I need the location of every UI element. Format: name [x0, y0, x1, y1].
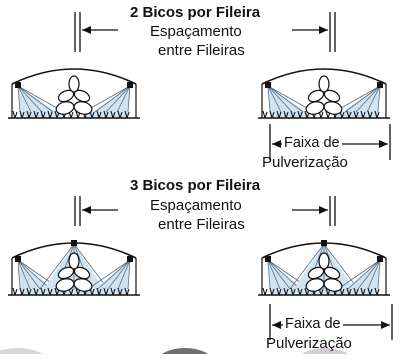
nozzle-bottom-left-1 — [15, 256, 21, 262]
nozzle-top-left-1 — [15, 82, 21, 88]
arrowhead-top-left — [82, 26, 91, 34]
arrowhead-bottom-right — [319, 206, 328, 214]
band-arrowhead-bottom-left — [272, 321, 281, 329]
nozzle-photo-1 — [0, 348, 48, 359]
boom-arch-top-left — [11, 68, 137, 85]
nozzle-bottom-right-3 — [377, 256, 383, 262]
nozzle-bottom-right-1 — [265, 256, 271, 262]
spray-cone-top-left-1 — [18, 86, 64, 118]
spray-cone-top-left-2 — [84, 86, 130, 118]
row-spacing-label-bottom-line2: entre Fileiras — [158, 216, 245, 233]
plant-top-right — [305, 75, 343, 115]
spray-rays-top-right-2 — [333, 85, 381, 113]
spray-rays-bottom-right-1 — [267, 259, 311, 290]
row-spacing-label-top-line2: entre Fileiras — [158, 42, 245, 59]
spray-band-label-top-line2: Pulverização — [262, 154, 348, 171]
spray-cone-top-right-2 — [334, 86, 380, 118]
spray-rays-bottom-left-1 — [17, 259, 61, 290]
row-spacing-label-bottom-line1: Espaçamento — [150, 197, 242, 214]
nozzle-photo-2 — [157, 348, 213, 359]
band-arrowhead-bottom-right — [381, 321, 390, 329]
arrowhead-top-right — [319, 26, 328, 34]
spray-rays-top-left-1 — [17, 85, 65, 113]
plant-top-left — [55, 75, 93, 115]
plant-bottom-right — [305, 252, 343, 292]
grass-top-right — [262, 110, 380, 119]
boom-arch-top-right — [261, 68, 387, 85]
nozzle-top-right-1 — [265, 82, 271, 88]
grass-bottom-left — [12, 287, 130, 296]
spray-rays-top-left-2 — [83, 85, 131, 113]
spray-band-label-bottom-line1: Faixa de — [283, 316, 343, 332]
arrowhead-bottom-left — [82, 206, 91, 214]
nozzle-top-right-2 — [377, 82, 383, 88]
spray-rays-top-right-1 — [267, 85, 315, 113]
title-two-nozzles: 2 Bicos por Fileira — [130, 4, 261, 21]
grass-top-left — [12, 110, 130, 119]
band-arrowhead-top-right — [379, 140, 388, 148]
row-spacing-label-top-line1: Espaçamento — [150, 23, 242, 40]
spray-rays-bottom-left-3 — [87, 259, 131, 290]
spray-rays-bottom-right-3 — [337, 259, 381, 290]
nozzle-bottom-left-2 — [71, 240, 77, 246]
spray-band-label-bottom-line2: Pulverização — [266, 335, 352, 352]
plant-bottom-left — [55, 252, 93, 292]
nozzle-top-left-2 — [127, 82, 133, 88]
spray-cone-top-right-1 — [268, 86, 314, 118]
band-arrowhead-top-left — [272, 140, 281, 148]
nozzle-bottom-left-3 — [127, 256, 133, 262]
grass-bottom-right — [262, 287, 380, 296]
spray-band-label-top-line1: Faixa de — [282, 135, 342, 151]
nozzle-bottom-right-2 — [321, 240, 327, 246]
title-three-nozzles: 3 Bicos por Fileira — [130, 177, 261, 194]
